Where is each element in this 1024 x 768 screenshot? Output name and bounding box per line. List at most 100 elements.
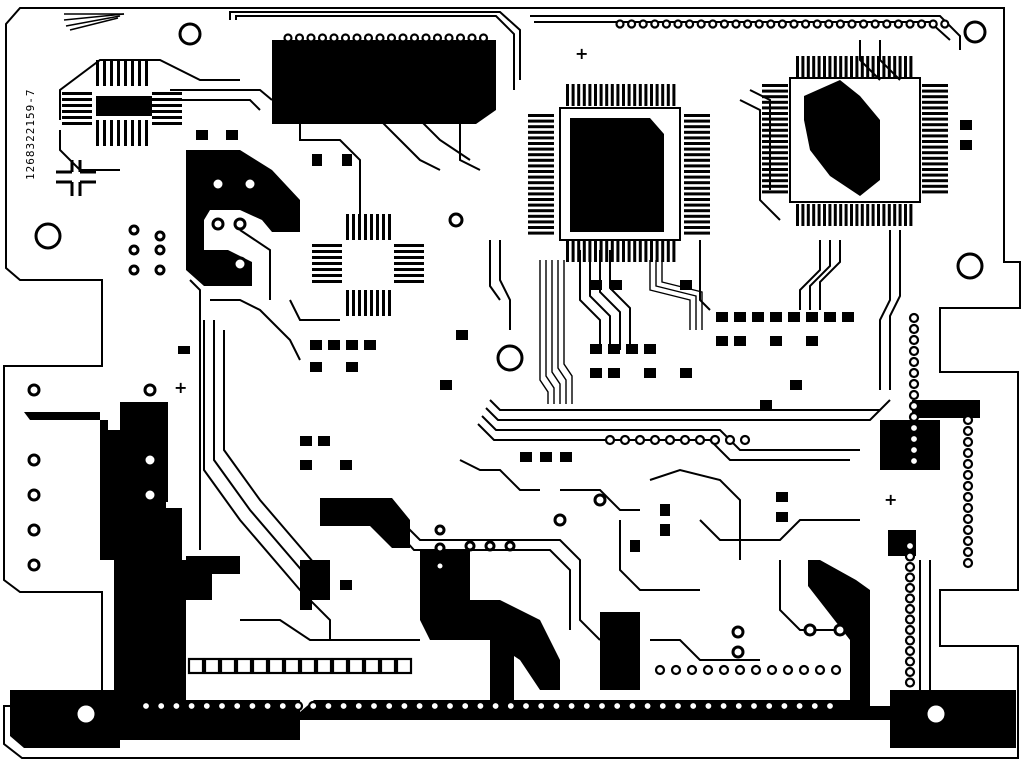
connector-pin [156, 700, 167, 712]
ic-pin [124, 120, 127, 146]
ic-pin [382, 214, 385, 240]
connector-pin [703, 700, 714, 712]
connector-pin [201, 700, 212, 712]
connector-pin [338, 700, 349, 712]
connector-pin [386, 33, 397, 43]
ic-pin [605, 84, 609, 106]
connector-pin [904, 635, 916, 646]
ic-pin [684, 119, 710, 123]
ic-pin [152, 104, 182, 107]
ic-pin [577, 84, 581, 106]
ic-pin [358, 290, 361, 316]
connector-pin [171, 700, 182, 712]
ic-pin [850, 204, 853, 226]
ic-pin [762, 179, 788, 183]
connector-pin [294, 33, 305, 43]
connector-pin [779, 700, 790, 712]
connector-pin [812, 19, 822, 29]
connector-pin [323, 700, 334, 712]
ic-pin [312, 262, 342, 265]
ic-pin [833, 204, 837, 226]
connector-pin [824, 700, 836, 712]
bus-traces [539, 260, 703, 404]
connector-pin [962, 535, 974, 547]
ic-pin [627, 240, 631, 262]
ic-pin [312, 268, 342, 271]
ic-pin [762, 84, 788, 87]
connector-pin [384, 700, 395, 712]
ic-pin [528, 209, 554, 213]
ic-pin [762, 128, 788, 132]
ic-pin [312, 244, 342, 247]
ic-pin [62, 92, 92, 95]
ic-pin [762, 156, 788, 160]
ic-pin [566, 240, 569, 262]
ic-pin [877, 56, 880, 78]
ic-pin [388, 214, 391, 240]
connector-pin [619, 434, 631, 446]
connector-pin [626, 19, 637, 29]
ic-pin [528, 231, 554, 235]
ic-pin [370, 290, 373, 316]
board-part-number: 1268322159-7 [24, 88, 37, 180]
connector-pin [858, 19, 869, 29]
connector-pin [904, 551, 916, 562]
ic-pin [622, 240, 625, 262]
connector-pin [664, 434, 676, 446]
ic-pin [382, 290, 385, 316]
connector-pin [908, 367, 920, 379]
ic-pin [762, 89, 788, 93]
ic-pin [528, 130, 554, 134]
ic-pin [394, 250, 424, 253]
ic-pin [566, 84, 569, 106]
ic-pin [633, 84, 637, 106]
ic-pin [684, 153, 710, 157]
connector-pin [904, 645, 916, 657]
right-qfp-package [762, 56, 948, 226]
connector-pin [718, 664, 730, 676]
connector-pin [672, 700, 684, 712]
ic-pin [922, 134, 948, 138]
ic-pin [62, 98, 92, 101]
connector-pin [904, 540, 916, 552]
ic-pin [762, 151, 788, 155]
ic-pin [528, 203, 554, 207]
ic-pin [684, 231, 710, 235]
ic-pin [762, 173, 788, 177]
connector-pin [187, 657, 205, 675]
ic-pin [528, 114, 554, 117]
polarity-mark: + [884, 490, 898, 509]
ic-pin [860, 204, 864, 226]
connector-pin [928, 19, 938, 29]
connector-pin [627, 700, 638, 712]
polarity-mark: + [575, 44, 589, 63]
connector-pin [262, 700, 273, 712]
ic-pin [684, 170, 710, 173]
ic-pin [922, 89, 948, 93]
ic-pin [887, 204, 891, 226]
connector-pin [329, 33, 339, 43]
connector-pin [536, 700, 547, 712]
connector-pin [467, 33, 477, 43]
ic-pin [62, 110, 92, 113]
connector-pin [604, 434, 616, 446]
logo-marks [63, 13, 125, 31]
connector-pin [409, 33, 420, 43]
ic-pin [588, 84, 592, 106]
connector-pin [962, 557, 974, 569]
connector-pin [734, 664, 746, 676]
ic-pin [684, 192, 710, 196]
ic-pin [145, 120, 148, 146]
ic-pin [762, 100, 788, 104]
connector-pin [686, 664, 698, 676]
small-qfp-top-left [62, 60, 182, 146]
connector-pin [908, 400, 920, 412]
through-hole-pads [27, 176, 948, 726]
ic-pin [823, 204, 826, 226]
ic-pin [922, 140, 948, 143]
connector-pin [414, 700, 425, 712]
ic-pin [666, 84, 670, 106]
ic-pin [855, 204, 859, 226]
ic-pin [887, 56, 891, 78]
ic-pin [528, 214, 554, 218]
